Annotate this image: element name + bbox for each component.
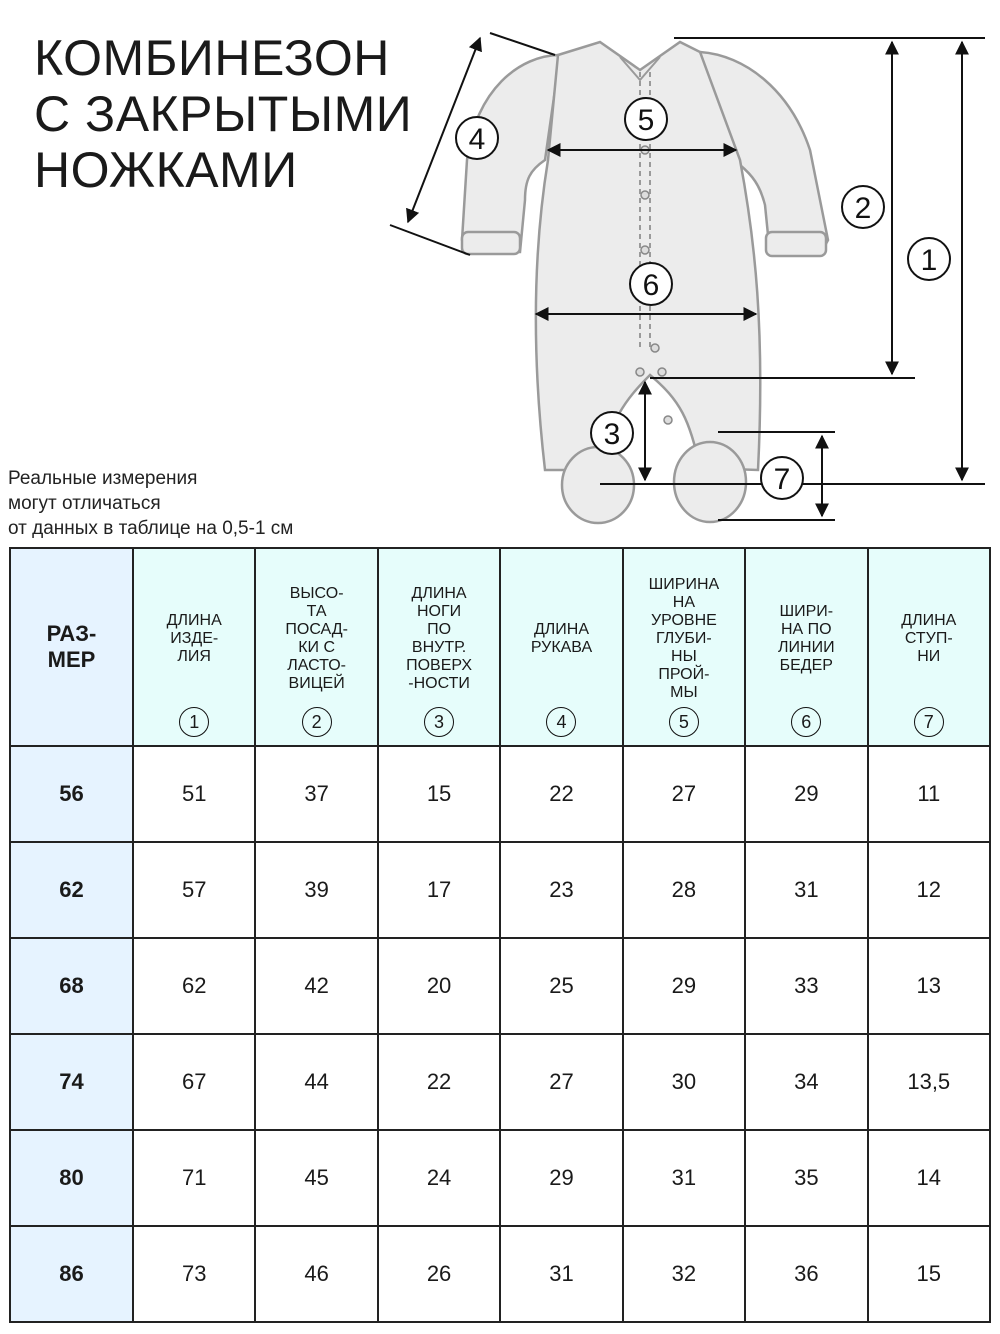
value-cell: 32 (621, 1225, 747, 1323)
value-cell: 36 (744, 1225, 869, 1323)
value-cell: 31 (621, 1129, 747, 1227)
value-cell: 46 (254, 1225, 379, 1323)
column-marker: 6 (791, 707, 822, 737)
column-marker: 2 (301, 707, 332, 737)
value-cell: 39 (254, 841, 379, 939)
size-cell: 68 (9, 937, 134, 1035)
value-cell: 15 (376, 745, 502, 843)
value-cell: 33 (744, 937, 869, 1035)
value-cell: 20 (376, 937, 502, 1035)
size-cell: 56 (9, 745, 134, 843)
value-cell: 27 (621, 745, 747, 843)
value-cell: 31 (744, 841, 869, 939)
size-cell: 62 (9, 841, 134, 939)
value-cell: 45 (254, 1129, 379, 1227)
value-cell: 34 (744, 1033, 869, 1131)
value-cell: 44 (254, 1033, 379, 1131)
marker-5-label: 5 (638, 104, 655, 137)
value-cell: 22 (376, 1033, 502, 1131)
title-line-3: НОЖКАМИ (34, 142, 298, 198)
value-cell: 13,5 (866, 1033, 992, 1131)
value-cell: 62 (131, 937, 257, 1035)
value-cell: 31 (499, 1225, 624, 1323)
value-cell: 17 (376, 841, 502, 939)
value-cell: 13 (866, 937, 992, 1035)
value-cell: 23 (499, 841, 624, 939)
size-cell: 86 (9, 1225, 134, 1323)
value-cell: 42 (254, 937, 379, 1035)
value-cell: 27 (499, 1033, 624, 1131)
value-cell: 15 (866, 1225, 992, 1323)
note-line-2: могут отличаться (8, 493, 161, 514)
value-cell: 26 (376, 1225, 502, 1323)
marker-2-label: 2 (855, 192, 872, 225)
value-cell: 29 (744, 745, 869, 843)
value-cell: 22 (499, 745, 624, 843)
size-cell: 74 (9, 1033, 134, 1131)
value-cell: 24 (376, 1129, 502, 1227)
value-cell: 29 (499, 1129, 624, 1227)
note-line-3: от данных в таблице на 0,5-1 см (8, 518, 294, 539)
value-cell: 25 (499, 937, 624, 1035)
column-marker: 1 (179, 707, 210, 737)
marker-3-label: 3 (604, 418, 621, 451)
value-cell: 28 (621, 841, 747, 939)
value-cell: 14 (866, 1129, 992, 1227)
marker-6-label: 6 (643, 269, 660, 302)
title-line-2: С ЗАКРЫТЫМИ (34, 86, 413, 142)
measurement-note: Реальные измерения могут отличаться от д… (8, 466, 293, 541)
value-cell: 29 (621, 937, 747, 1035)
value-cell: 67 (131, 1033, 257, 1131)
value-cell: 57 (131, 841, 257, 939)
marker-7-label: 7 (774, 463, 791, 496)
value-cell: 35 (744, 1129, 869, 1227)
value-cell: 73 (131, 1225, 257, 1323)
value-cell: 11 (866, 745, 992, 843)
column-marker: 4 (546, 707, 577, 737)
page-title: КОМБИНЕЗОН С ЗАКРЫТЫМИ НОЖКАМИ (34, 30, 412, 198)
column-marker: 5 (668, 707, 699, 737)
column-marker: 3 (424, 707, 455, 737)
size-column-header: РАЗ- МЕР (9, 547, 134, 747)
garment-diagram: 1 2 3 4 5 6 7 (389, 32, 985, 525)
note-line-1: Реальные измерения (8, 468, 198, 489)
column-marker: 7 (913, 707, 944, 737)
value-cell: 71 (131, 1129, 257, 1227)
value-cell: 37 (254, 745, 379, 843)
value-cell: 30 (621, 1033, 747, 1131)
title-line-1: КОМБИНЕЗОН (34, 30, 390, 86)
marker-4-label: 4 (469, 123, 486, 156)
value-cell: 12 (866, 841, 992, 939)
size-cell: 80 (9, 1129, 134, 1227)
value-cell: 51 (131, 745, 257, 843)
marker-1-label: 1 (921, 244, 938, 277)
